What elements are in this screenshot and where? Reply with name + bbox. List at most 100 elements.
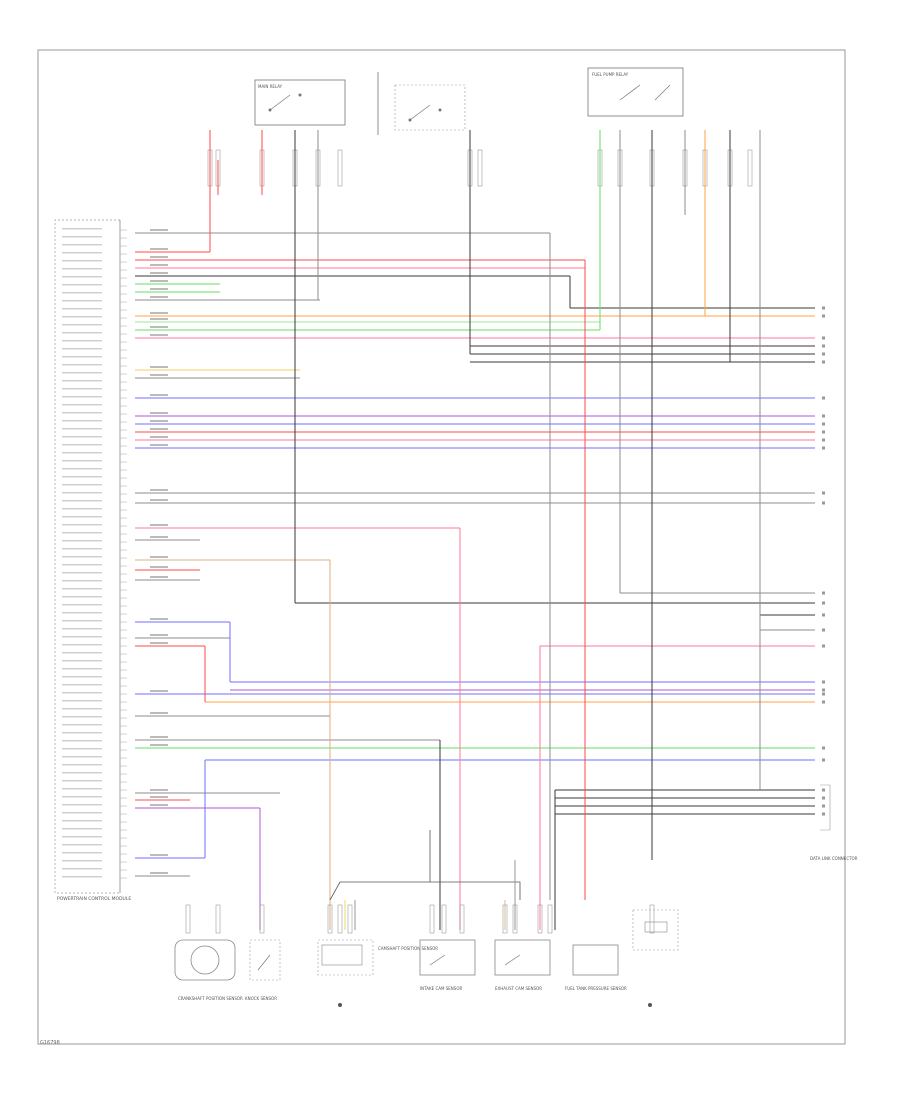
ecm-pin-label: [62, 572, 102, 574]
right-pin-1: [822, 314, 825, 318]
ecm-pin-label: [62, 324, 102, 326]
pressure-sensor: FUEL TANK PRESSURE SENSOR: [565, 944, 627, 991]
right-pin-21: [822, 692, 825, 696]
ecm-pin-label: [62, 532, 102, 534]
right-pin-6: [822, 396, 825, 400]
ecm-pin-label: [62, 356, 102, 358]
wire-label-0: [150, 229, 168, 231]
ecm-pin-label: [62, 340, 102, 342]
svg-text:MAIN RELAY: MAIN RELAY: [258, 84, 283, 89]
ecm-pin-label: [62, 796, 102, 798]
right-pin-26: [822, 796, 825, 800]
ecm-pin-label: [62, 828, 102, 830]
right-pin-18: [822, 644, 825, 648]
ecm-pin-label: [62, 588, 102, 590]
ecm-pin-label: [62, 316, 102, 318]
intake-cam-sensor: INTAKE CAM SENSOR: [419, 939, 476, 991]
wire-label-45: [150, 744, 168, 746]
right-pin-3: [822, 344, 825, 348]
wire-label-48: [150, 796, 168, 798]
ecm-pin-label: [62, 556, 102, 558]
ecm-pin-label: [62, 524, 102, 526]
ecm-pin-label: [62, 604, 102, 606]
ecm-pin-label: [62, 820, 102, 822]
splice-harness: [329, 830, 521, 930]
ecm-pin-label: [62, 396, 102, 398]
wire-label-18: [150, 394, 168, 396]
ecm-pin-label: [62, 764, 102, 766]
vertical-wires: [204, 130, 761, 930]
ecm-pin-label: [62, 500, 102, 502]
svg-text:INTAKE CAM SENSOR: INTAKE CAM SENSOR: [420, 986, 462, 991]
right-pin-27: [822, 804, 825, 808]
ecm-pin-label: [62, 548, 102, 550]
wire-label-17: [150, 374, 168, 376]
ecm-pin-label: [62, 732, 102, 734]
camshaft-sensor: CAMSHAFT POSITION SENSOR: [317, 939, 438, 1007]
ecm-pin-label: [62, 420, 102, 422]
ecm-pin-label: [62, 692, 102, 694]
wire-label-22: [150, 436, 168, 438]
right-pin-12: [822, 491, 825, 495]
right-pin-16: [822, 613, 825, 617]
right-pin-0: [822, 306, 825, 310]
right-pin-numbers: [185, 306, 825, 934]
ecm-pin-label: [62, 876, 102, 878]
wire-label-10: [150, 318, 168, 320]
diagram-id: G16798: [40, 1040, 60, 1046]
bottom-pin-1: [215, 904, 221, 934]
knock-sensor: KNOCK SENSOR: [245, 939, 281, 1001]
fuse-box: [632, 909, 679, 1007]
right-pin-9: [822, 430, 825, 434]
wire-label-11: [150, 326, 168, 328]
ecm-title: POWERTRAIN CONTROL MODULE: [57, 896, 131, 902]
bottom-pin-6: [429, 904, 435, 934]
wire-label-55: [150, 872, 168, 874]
right-pin-7: [822, 414, 825, 418]
ecm-module: POWERTRAIN CONTROL MODULE: [54, 219, 131, 902]
connector-pin-5: [337, 149, 343, 187]
wire-label-37: [150, 642, 168, 644]
ignition-switch: [394, 84, 466, 131]
wire-label-3: [150, 264, 168, 266]
wire-label-27: [150, 536, 168, 538]
crankshaft-sensor: CRANKSHAFT POSITION SENSOR: [174, 939, 243, 1001]
connector-pin-14: [747, 149, 753, 187]
wire-label-1: [150, 248, 168, 250]
wire-label-5: [150, 280, 168, 282]
ecm-pin-label: [62, 684, 102, 686]
main-relay: MAIN RELAY: [254, 79, 346, 126]
ecm-pin-label: [62, 260, 102, 262]
ecm-pin-label: [62, 404, 102, 406]
ecm-pin-label: [62, 644, 102, 646]
ecm-pin-label: [62, 308, 102, 310]
ecm-pin-label: [62, 332, 102, 334]
ecm-pin-label: [62, 612, 102, 614]
right-pin-22: [822, 700, 825, 704]
ecm-pin-label: [62, 740, 102, 742]
svg-text:FUEL PUMP RELAY: FUEL PUMP RELAY: [592, 72, 629, 77]
bottom-pin-5: [347, 904, 353, 934]
ecm-pin-label: [62, 516, 102, 518]
bottom-pin-2: [259, 904, 265, 934]
right-pin-25: [822, 788, 825, 792]
right-pin-8: [822, 422, 825, 426]
wire-label-19: [150, 412, 168, 414]
svg-text:CRANKSHAFT POSITION SENSOR: CRANKSHAFT POSITION SENSOR: [178, 996, 243, 1001]
wire-label-25: [150, 499, 168, 501]
ecm-pin-label: [62, 804, 102, 806]
svg-text:KNOCK SENSOR: KNOCK SENSOR: [245, 996, 277, 1001]
wire-label-47: [150, 789, 168, 791]
ecm-pin-label: [62, 660, 102, 662]
wire-label-20: [150, 420, 168, 422]
ecm-pin-label: [62, 244, 102, 246]
ecm-pin-label: [62, 236, 102, 238]
ecm-pin-label: [62, 388, 102, 390]
ecm-pin-label: [62, 468, 102, 470]
bottom-pin-3: [327, 904, 333, 934]
wire-label-43: [150, 712, 168, 714]
bottom-pin-4: [337, 904, 343, 934]
wire-label-49: [150, 804, 168, 806]
wire-label-4: [150, 272, 168, 274]
wire-label-41: [150, 690, 168, 692]
